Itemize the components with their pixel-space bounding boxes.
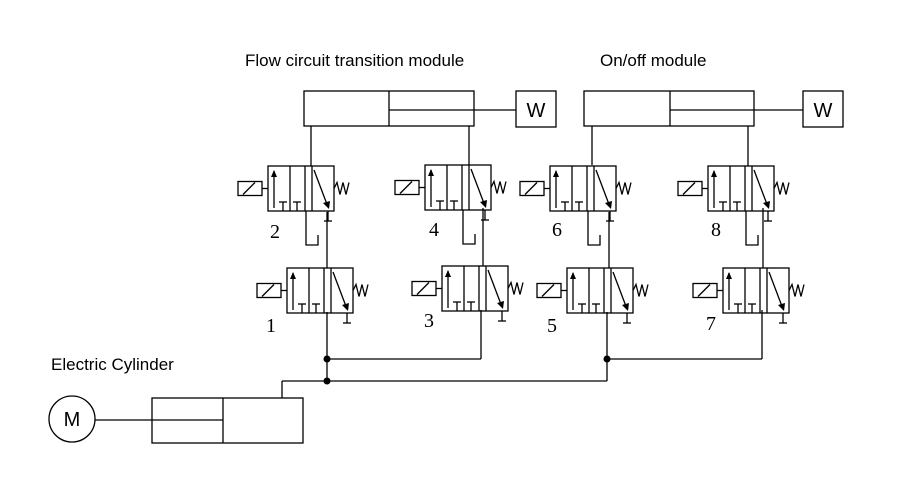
valve-label-1: 1 [266,315,276,337]
piping [281,126,764,398]
valve-label-3: 3 [424,310,434,332]
motor: M [48,395,96,443]
valve-label-2: 2 [270,221,280,243]
electric-cylinder-title: Electric Cylinder [51,355,174,374]
valve-7 [692,267,805,324]
weight-right: W [802,90,844,128]
weight-left-label: W [527,100,546,122]
valve-6 [519,165,632,246]
valve-4 [394,164,507,245]
electric-cylinder [95,397,304,444]
onoff-module-title: On/off module [600,51,706,70]
valve-group [237,164,805,324]
valve-3 [411,265,524,322]
junction-dot [323,355,331,363]
junction-dot [323,377,331,385]
motor-label: M [64,409,81,431]
valve-8 [677,165,790,246]
onoff-module-cylinder [583,90,803,127]
valve-1 [256,267,369,324]
flow-module-title: Flow circuit transition module [245,51,464,70]
weight-left: W [515,90,557,128]
valve-label-7: 7 [706,313,716,335]
valve-label-6: 6 [552,219,562,241]
valve-label-8: 8 [711,219,721,241]
valve-5 [536,267,649,324]
flow-module-cylinder [303,90,516,127]
weight-right-label: W [814,100,833,122]
valve-2 [237,165,350,246]
junction-dot [603,355,611,363]
valve-label-5: 5 [547,315,557,337]
valve-label-4: 4 [429,219,439,241]
